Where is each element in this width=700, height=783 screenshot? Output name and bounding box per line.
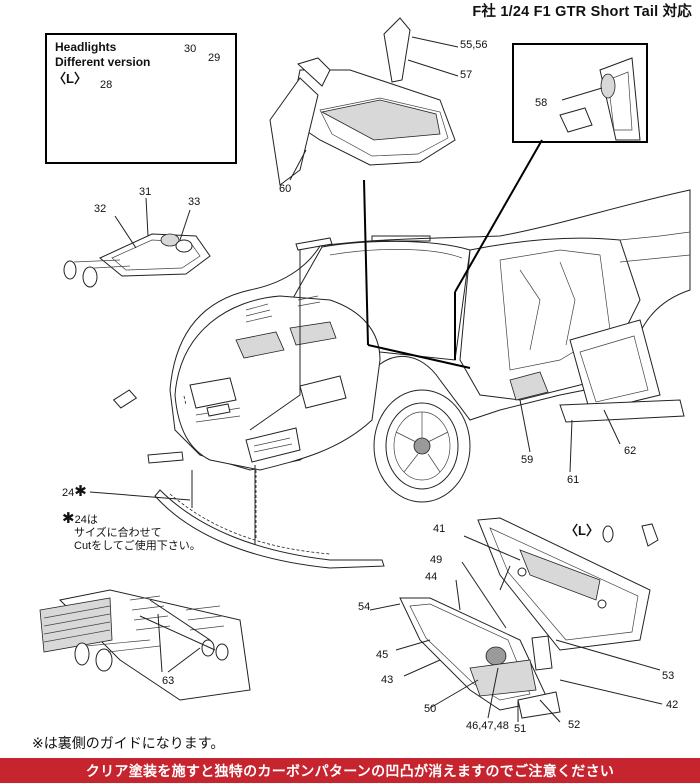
- sheet-title: F社 1/24 F1 GTR Short Tail 対応: [472, 4, 692, 20]
- callout-49: 49: [430, 554, 443, 566]
- note-24-star: ✱: [62, 510, 75, 527]
- callout-32: 32: [94, 203, 107, 215]
- engine-cover-drawing: [269, 17, 459, 186]
- note-24-line-3: Cutをしてご使用下さい。: [74, 540, 201, 552]
- note-24-line-2: サイズに合わせて: [74, 527, 162, 539]
- callout-side-l: 〈L〉: [565, 523, 599, 538]
- clear-coat-warning-banner: クリア塗装を施すと独特のカーボンパターンの凹凸が消えますのでご注意ください: [0, 758, 700, 783]
- callout-58: 58: [535, 97, 548, 109]
- callout-33: 33: [188, 196, 201, 208]
- back-guide-note: ※は裏側のガイドになります。: [32, 735, 225, 751]
- grille-parts-drawing: [39, 589, 251, 701]
- star-mark: ✱: [74, 483, 87, 500]
- callout-30: 30: [184, 43, 197, 55]
- callout-63: 63: [162, 675, 175, 687]
- headlights-subtitle: Different version: [55, 55, 151, 69]
- door-inner-drawing: [559, 57, 641, 141]
- callout-59: 59: [521, 454, 534, 466]
- note-24: ✱24は サイズに合わせて Cutをしてご使用下さい。: [62, 510, 201, 553]
- note-24-line-1-text: 24は: [74, 514, 98, 526]
- callout-52: 52: [568, 719, 581, 731]
- callout-62: 62: [624, 445, 637, 457]
- headlights-side-label: 〈L〉: [53, 71, 87, 86]
- callout-57: 57: [460, 69, 473, 81]
- door-inset-box: [512, 43, 648, 143]
- callout-53: 53: [662, 670, 675, 682]
- callout-31: 31: [139, 186, 152, 198]
- callout-54: 54: [358, 601, 371, 613]
- car-body-drawing: [112, 189, 691, 569]
- callout-61: 61: [567, 474, 580, 486]
- callout-46-47-48: 46,47,48: [466, 720, 509, 732]
- callout-60: 60: [279, 183, 292, 195]
- callout-45: 45: [376, 649, 389, 661]
- rear-wing-drawing: [369, 517, 663, 723]
- headlight-assembly-drawing: [63, 197, 211, 288]
- callout-43: 43: [381, 674, 394, 686]
- callout-24-number: 24: [62, 487, 75, 499]
- callout-42: 42: [666, 699, 679, 711]
- headlights-title: Headlights: [55, 40, 117, 54]
- headlights-variant-box: Headlights Different version 〈L〉: [45, 33, 237, 164]
- callout-28: 28: [100, 79, 113, 91]
- callout-50: 50: [424, 703, 437, 715]
- callout-55-56: 55,56: [460, 39, 488, 51]
- callout-44: 44: [425, 571, 438, 583]
- callout-41: 41: [433, 523, 446, 535]
- callout-24: 24✱: [62, 484, 87, 499]
- callout-29: 29: [208, 52, 221, 64]
- callout-51: 51: [514, 723, 527, 735]
- note-24-line-1: ✱24は: [62, 510, 201, 527]
